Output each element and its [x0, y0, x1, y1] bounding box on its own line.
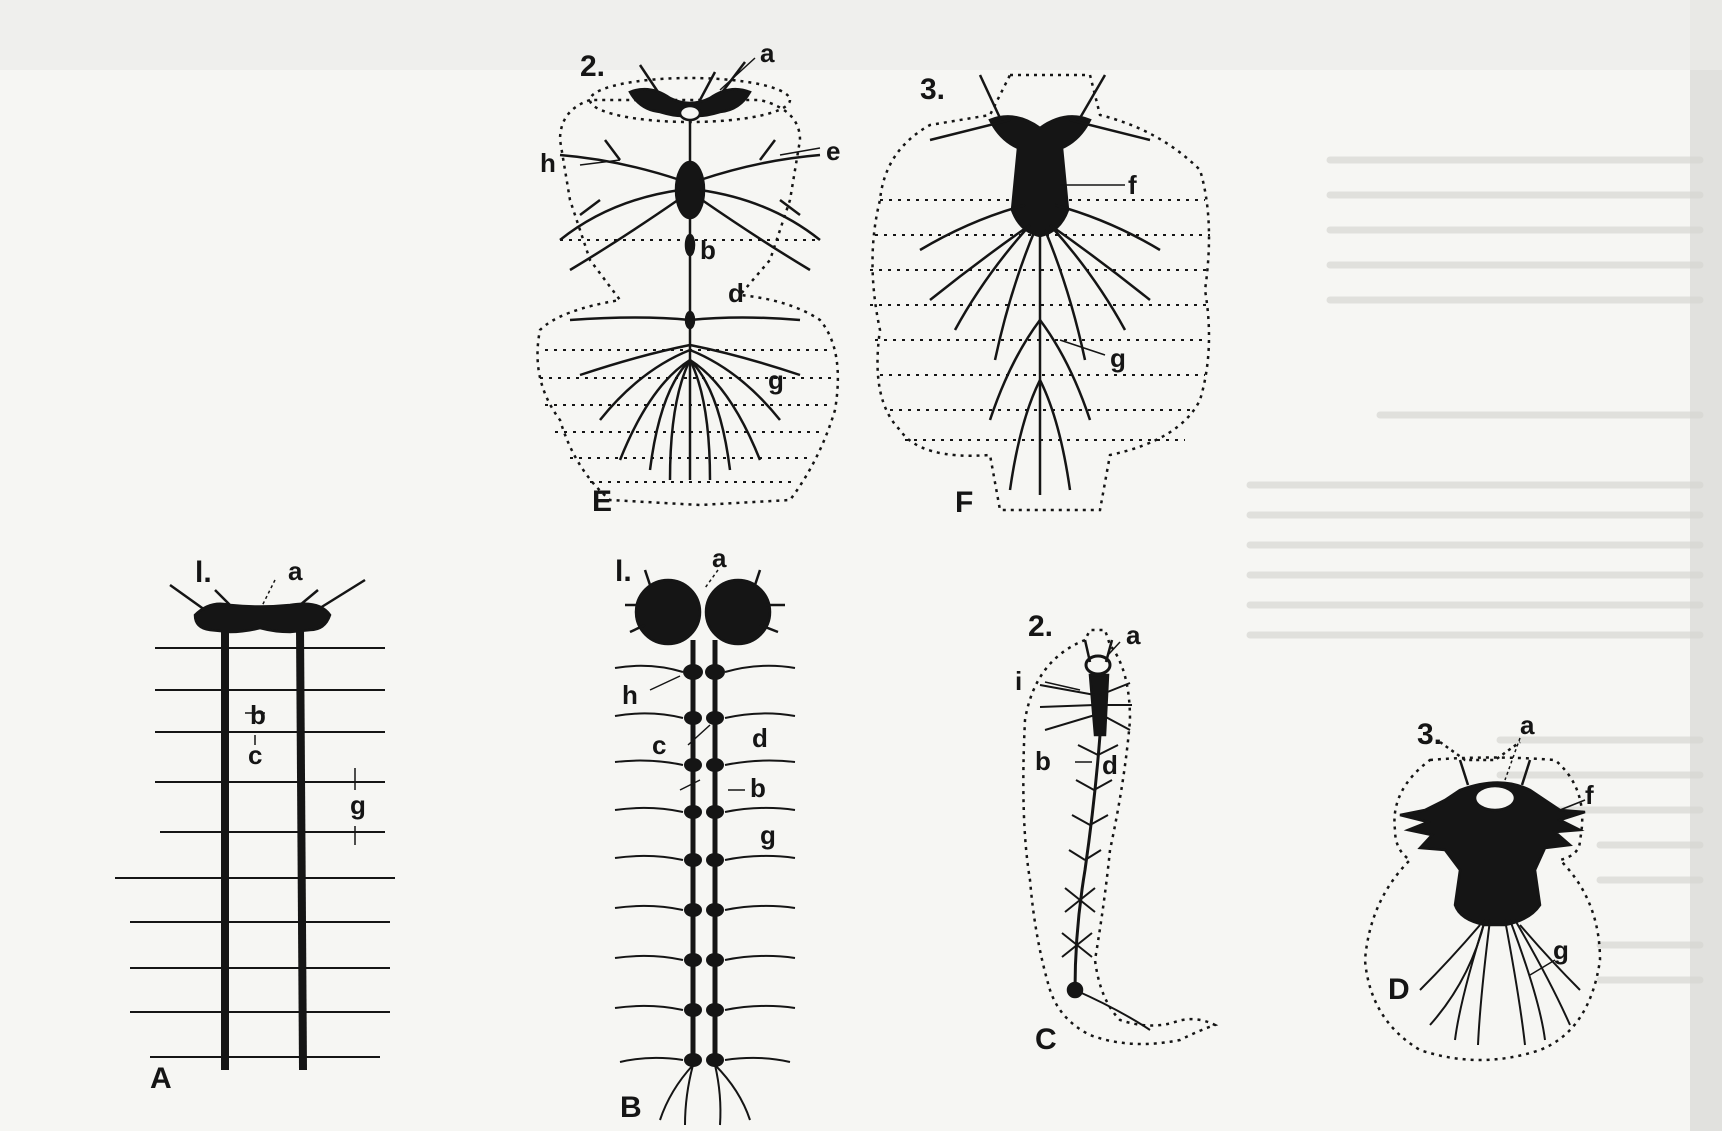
panel-a-label-b: b [250, 702, 266, 728]
panel-e-label-h: h [540, 150, 556, 176]
panel-b-label-a: a [712, 545, 726, 571]
panel-b-letter: B [620, 1093, 642, 1123]
panel-e-letter: E [592, 487, 612, 517]
panel-c-letter: C [1035, 1025, 1057, 1055]
panel-b-label-b: b [750, 775, 766, 801]
panel-e-label-d: d [728, 280, 744, 306]
panel-a-number: l. [195, 558, 212, 588]
panel-d-number: 3. [1417, 720, 1442, 750]
panel-d-diagram [1365, 738, 1600, 1060]
panel-b-number: l. [615, 557, 632, 587]
panel-e-label-a: a [760, 40, 774, 66]
panel-f-label-g: g [1110, 345, 1126, 371]
panel-b-label-h: h [622, 682, 638, 708]
panel-c-label-d: d [1102, 752, 1118, 778]
panel-a-label-g: g [350, 792, 366, 818]
panel-d-letter: D [1388, 975, 1410, 1005]
panel-c-label-i: i [1015, 668, 1022, 694]
panel-e-label-b: b [700, 237, 716, 263]
panel-b-label-g: g [760, 822, 776, 848]
panel-f-label-f: f [1128, 172, 1137, 198]
panel-e-number: 2. [580, 52, 605, 82]
panel-f-diagram [870, 75, 1210, 510]
panel-b-label-d: d [752, 725, 768, 751]
panel-c-diagram [1023, 630, 1215, 1044]
panel-d-label-a: a [1520, 712, 1534, 738]
panel-b-label-c: c [652, 732, 666, 758]
panel-e-label-g: g [768, 367, 784, 393]
panel-c-number: 2. [1028, 612, 1053, 642]
panel-e-label-e: e [826, 138, 840, 164]
panel-c-label-a: a [1126, 622, 1140, 648]
panel-a-diagram [115, 580, 395, 1070]
panel-c-label-b: b [1035, 748, 1051, 774]
panel-d-label-g: g [1553, 937, 1569, 963]
panel-f-letter: F [955, 488, 973, 518]
panel-a-label-c: c [248, 742, 262, 768]
panel-a-letter: A [150, 1064, 172, 1094]
panel-d-label-f: f [1585, 782, 1594, 808]
panel-e-diagram [538, 58, 838, 505]
panel-f-number: 3. [920, 75, 945, 105]
panel-a-label-a: a [288, 558, 302, 584]
